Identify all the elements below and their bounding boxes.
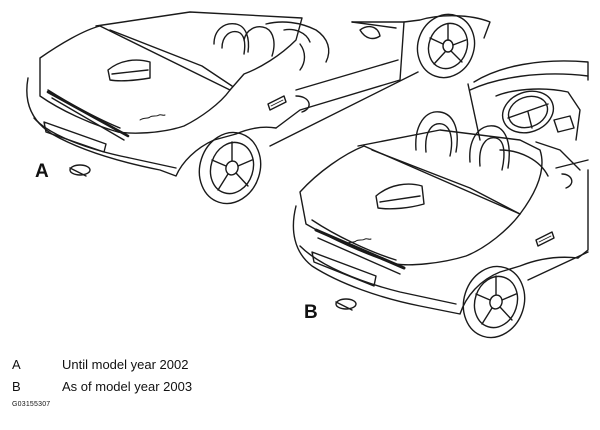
callout-b: B xyxy=(304,302,318,323)
legend-row-a: A Until model year 2002 xyxy=(12,357,188,372)
car-rear-comparison-illustration xyxy=(26,11,589,339)
figure-id: G03155307 xyxy=(12,401,51,408)
legend-text: Until model year 2002 xyxy=(62,357,189,372)
legend-text: As of model year 2003 xyxy=(62,379,193,394)
car-b-drawing xyxy=(292,60,589,339)
legend-row-b: B As of model year 2003 xyxy=(12,379,192,394)
legend-key: A xyxy=(12,357,21,372)
callout-a: A xyxy=(35,161,49,182)
legend-key: B xyxy=(12,379,21,394)
car-a-drawing xyxy=(26,11,491,205)
